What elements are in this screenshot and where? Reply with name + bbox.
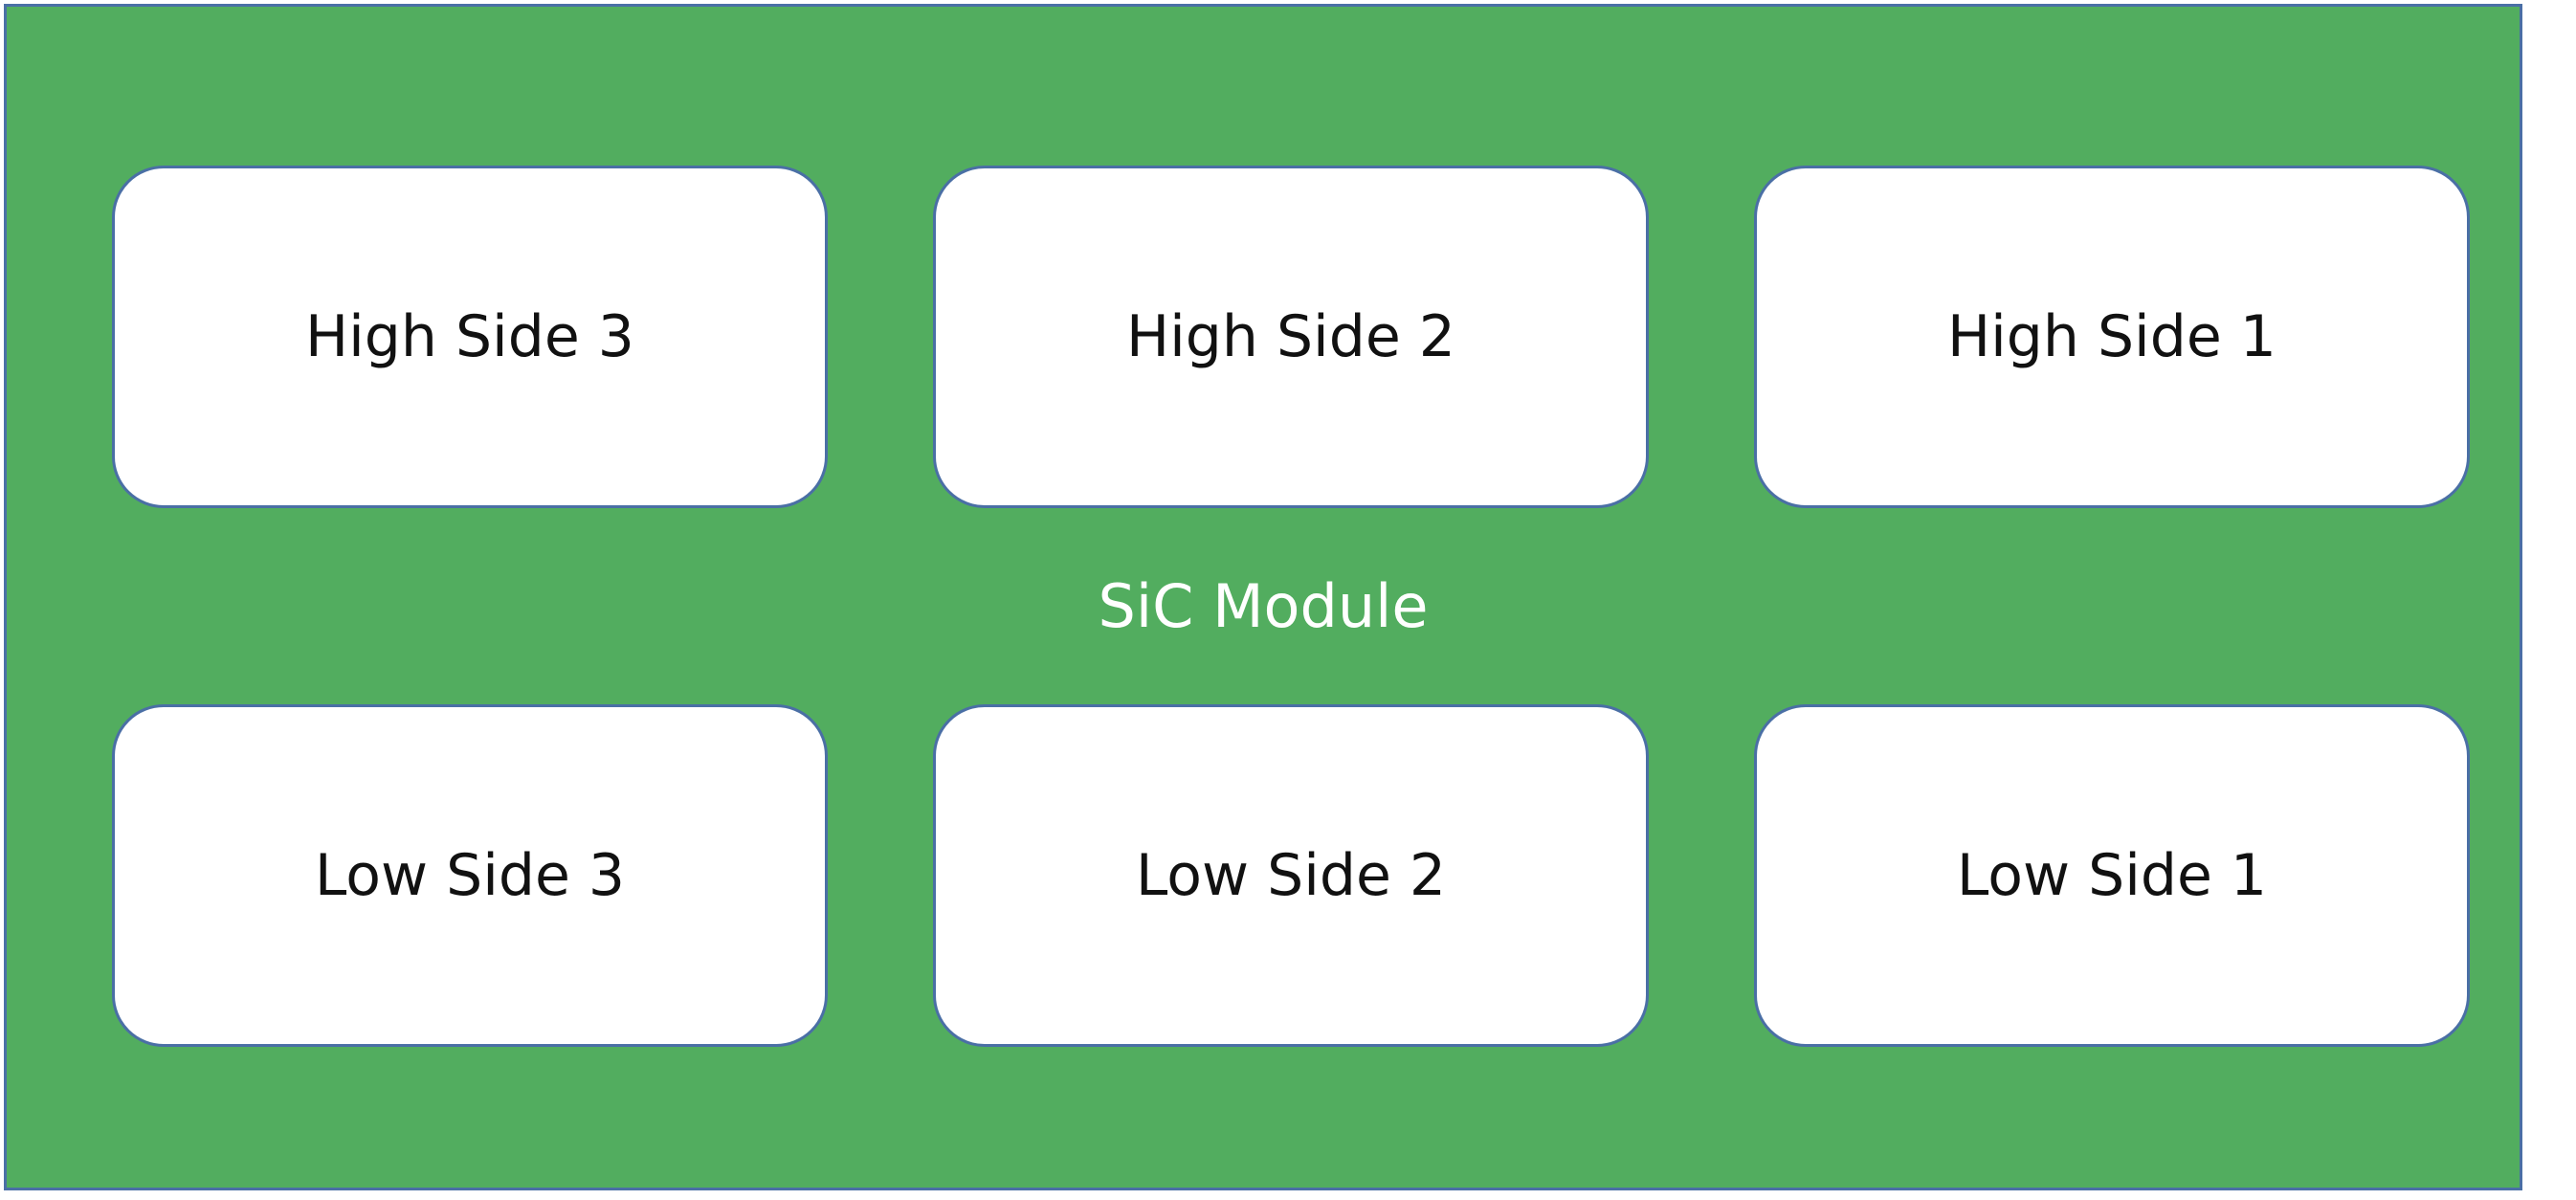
high-side-2-block: High Side 2 [933,166,1649,508]
low-side-3-block: Low Side 3 [112,704,828,1047]
module-label: SiC Module [1098,571,1429,641]
sic-module: High Side 3 High Side 2 High Side 1 SiC … [4,4,2522,1190]
high-side-3-block: High Side 3 [112,166,828,508]
low-side-1-block: Low Side 1 [1754,704,2470,1047]
high-side-1-block: High Side 1 [1754,166,2470,508]
low-side-2-block: Low Side 2 [933,704,1649,1047]
